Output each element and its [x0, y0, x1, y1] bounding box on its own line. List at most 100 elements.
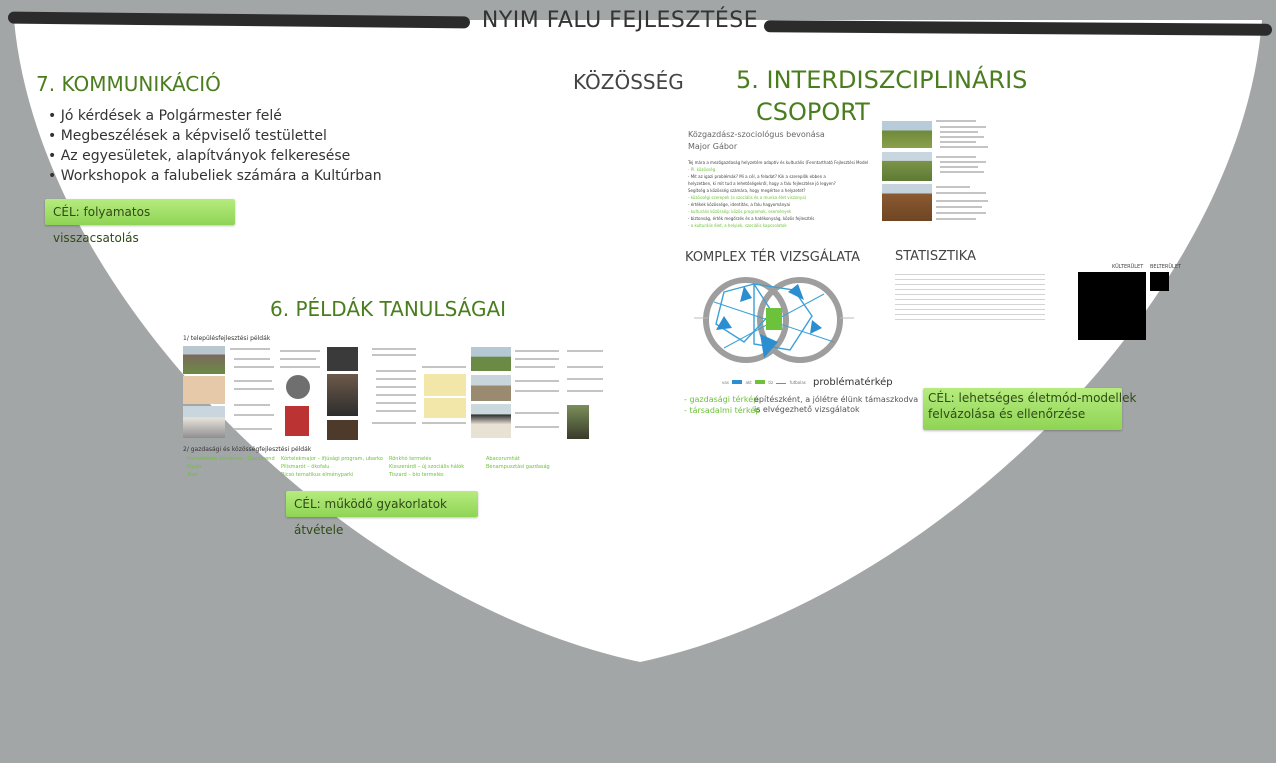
tiny-text-line [280, 366, 320, 368]
tiny-text-line [234, 414, 274, 416]
tiny-text-line [940, 141, 976, 143]
examples-subtitle-1: 1/ településfejlesztési példák [183, 335, 271, 342]
sociologist-document: Közgazdász-szociológus bevonása Major Gá… [688, 130, 868, 234]
legend-item: akt [745, 380, 752, 385]
document-line: - értékek közössége, identitás, a falu h… [688, 202, 791, 207]
document-line: - a kulturális élet, a helyiek, szociáli… [688, 223, 787, 228]
kulterulet-label: KÜLTERÜLET [1112, 264, 1144, 270]
tiny-text-line [422, 422, 466, 424]
tiny-text-line [280, 358, 316, 360]
event-photo-1 [327, 347, 358, 371]
tiny-text-line [936, 120, 976, 122]
field-photo [882, 184, 932, 221]
document-line: Segítség a közösség számára, hogy megért… [688, 188, 806, 193]
belterulet-label: BELTERÜLET [1150, 264, 1182, 270]
examples-list-col3: Rönkhó termelés Kisszerárdi – új szociál… [389, 456, 464, 480]
statistics-heading: STATISZTIKA [895, 249, 976, 264]
document-line: - biztonság, érték megőrzés és a hatékon… [688, 216, 815, 221]
map-desc-line2: is elvégezhető vizsgálatok [754, 405, 860, 414]
community-label: KÖZÖSSÉG [573, 70, 684, 94]
document-author: Major Gábor [688, 142, 738, 151]
list-item: Bénampusztási gazdaság [486, 464, 550, 470]
tiny-text-line [515, 390, 559, 392]
tiny-text-line [940, 131, 978, 133]
village-street-photo [471, 347, 511, 371]
examples-list-col2: Kórtelekmajor – ifjúsági program, ubarko… [281, 456, 383, 480]
list-item: Megbeszélések a képviselő testülettel [48, 126, 382, 146]
problem-map-label: problématérkép [813, 377, 893, 388]
interdisciplinary-heading-line1: 5. INTERDISZCIPLINÁRIS [736, 66, 1028, 94]
map-list: - gazdasági térkép - társadalmi térkép [684, 395, 760, 417]
tiny-text-line [936, 186, 970, 188]
tiny-text-line [940, 171, 984, 173]
list-item: Gyula [187, 464, 202, 470]
event-photo-3 [327, 420, 358, 440]
tiny-text-line [422, 366, 466, 368]
belterulet-square [1150, 272, 1169, 291]
tiny-text-line [567, 378, 603, 380]
tiny-text-line [567, 390, 603, 392]
tiny-text-line [280, 350, 320, 352]
tiny-text-line [936, 156, 976, 158]
tiny-text-line [234, 388, 274, 390]
tiny-text-line [515, 412, 559, 414]
complex-heading: KOMPLEX TÉR VIZSGÁLATA [685, 250, 861, 265]
interdisciplinary-goal: CÉL: lehetséges életmód-modellek felvázo… [923, 388, 1137, 430]
document-line: - kulturális közösség: közös programok, … [688, 209, 792, 214]
map-list-item: - társadalmi térkép [684, 406, 761, 415]
tiny-text-line [936, 218, 976, 220]
sketch-map-2 [424, 398, 466, 418]
legend-item: vas [722, 380, 729, 385]
tiny-text-line [234, 428, 272, 430]
goal-line: CÉL: lehetséges életmód-modellek [928, 391, 1137, 405]
list-item: Alsó [187, 472, 198, 478]
communication-heading: 7. KOMMUNIKÁCIÓ [36, 72, 221, 96]
list-item: Bicsó tematikus élményparki [281, 472, 354, 478]
legend-swatch [755, 380, 766, 384]
tiny-text-line [376, 386, 416, 388]
tiny-text-line [234, 404, 270, 406]
statistics-table [895, 272, 1045, 324]
tiny-text-line [372, 354, 416, 356]
list-item: Jó kérdések a Polgármester felé [48, 106, 382, 126]
list-item: Az egyesületek, alapítványok felkeresése [48, 146, 382, 166]
mountain-village-photo [183, 346, 225, 374]
tiny-text-line [567, 350, 603, 352]
tiny-text-line [376, 370, 416, 372]
tiny-text-line [940, 146, 988, 148]
communication-list: Jó kérdések a Polgármester felé Megbeszé… [48, 106, 382, 186]
document-line: - közösségi szerepek (a szociális és a m… [688, 195, 807, 200]
tiny-text-line [515, 380, 559, 382]
document-line: Tej mára a mezőgazdaság helyzetére adapt… [688, 160, 868, 165]
tiny-text-line [515, 350, 559, 352]
list-item: Hernádbakó Vandmes – Gazdarend [187, 456, 275, 462]
tiny-text-line [376, 394, 416, 396]
tiny-text-line [376, 378, 416, 380]
document-body: Tej mára a mezőgazdaság helyzetére adapt… [688, 160, 868, 230]
legend-swatch [776, 382, 787, 384]
document-line: helyzetben, ki mit tud a lehetőségekről,… [688, 181, 836, 186]
tiny-text-line [936, 212, 986, 214]
list-item: Workshopok a falubeliek számára a Kultúr… [48, 166, 382, 186]
examples-list-col1: Hernádbakó Vandmes – Gazdarend Gyula Als… [187, 456, 275, 480]
venn-legend: vas akt tiz futbolas [722, 380, 806, 385]
interdisciplinary-heading-line2: CSOPORT [756, 98, 870, 126]
page-title: NYIM FALU FEJLESZTÉSE [481, 8, 759, 33]
worker-photo [567, 405, 589, 439]
examples-list-col4: Abacorumhát Bénampusztási gazdaság [486, 456, 550, 472]
tiny-text-line [376, 410, 416, 412]
tiny-text-line [940, 161, 986, 163]
tiny-text-line [936, 200, 988, 202]
farmhouse-photo [471, 404, 511, 438]
tiny-text-line [940, 166, 978, 168]
list-item: Abacorumhát [486, 456, 520, 462]
list-item: Pilismarót – ökofalu [281, 464, 330, 470]
coin-image [286, 375, 310, 399]
tiny-text-line [940, 136, 984, 138]
document-line: - Pl. közösség [688, 167, 716, 172]
sketch-map-1 [424, 374, 466, 396]
communication-goal: CÉL: folyamatos visszacsatolás [45, 199, 235, 245]
tiny-text-line [234, 358, 270, 360]
church-photo [471, 375, 511, 401]
